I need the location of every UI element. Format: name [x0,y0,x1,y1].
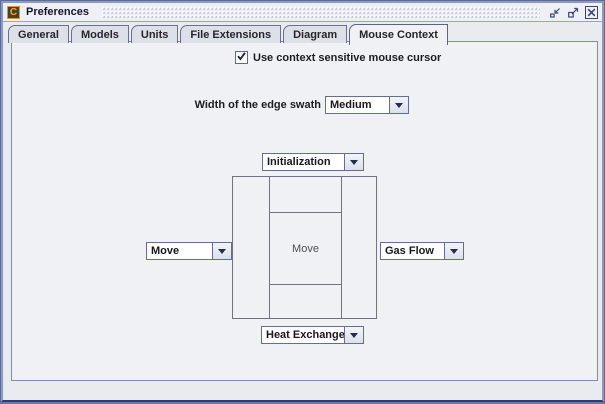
top-region-value: Initialization [267,156,331,168]
arrow-down-icon [395,102,403,108]
edge-swath-combobox[interactable]: Medium [325,96,409,114]
context-cursor-checkbox[interactable] [235,51,248,64]
titlebar[interactable]: C Preferences [3,3,602,22]
top-region-arrow-button[interactable] [344,154,363,170]
right-region-arrow-button[interactable] [444,243,463,259]
diagram-right-divider [341,177,342,318]
edge-swath-arrow-button[interactable] [389,97,408,113]
diagram-bottom-divider [270,284,341,285]
dialog-body: General Models Units File Extensions Dia… [3,22,602,399]
mouse-context-panel: Use context sensitive mouse cursor Width… [11,41,598,381]
arrow-down-icon [350,159,358,165]
checkmark-icon [236,50,247,65]
titlebar-texture [101,6,540,19]
close-button[interactable] [585,5,598,19]
tab-diagram[interactable]: Diagram [283,25,348,43]
left-region-arrow-button[interactable] [212,243,231,259]
top-region-combobox[interactable]: Initialization [262,153,364,171]
edge-swath-value: Medium [330,99,372,111]
context-cursor-label: Use context sensitive mouse cursor [253,51,442,64]
bottom-region-value: Heat Exchange [266,329,344,341]
left-region-value: Move [151,245,180,257]
window-buttons [549,5,598,19]
bottom-region-arrow-button[interactable] [344,327,363,343]
right-region-combobox[interactable]: Gas Flow [380,242,464,260]
diagram-center-label: Move [292,242,319,255]
context-cursor-row: Use context sensitive mouse cursor [235,51,441,64]
edge-swath-label: Width of the edge swath [194,99,321,111]
maximize-icon [567,6,580,19]
tab-file-extensions[interactable]: File Extensions [180,25,282,43]
arrow-down-icon [350,332,358,338]
tab-units[interactable]: Units [130,25,179,43]
minimize-button[interactable] [549,6,562,19]
left-region-combobox[interactable]: Move [146,242,232,260]
minimize-icon [549,6,562,19]
arrow-down-icon [218,248,226,254]
tab-models[interactable]: Models [70,25,129,43]
mouse-region-diagram: Move [232,176,377,319]
diagram-top-divider [270,212,341,213]
arrow-down-icon [450,248,458,254]
close-icon [585,5,598,19]
right-region-value: Gas Flow [385,245,434,257]
tab-bar: General Models Units File Extensions Dia… [8,24,450,45]
window-title: Preferences [26,6,89,18]
app-icon: C [7,5,20,19]
bottom-region-combobox[interactable]: Heat Exchange [261,326,364,344]
diagram-left-divider [269,177,270,318]
maximize-button[interactable] [567,6,580,19]
tab-mouse-context[interactable]: Mouse Context [349,24,448,45]
tab-general[interactable]: General [8,25,69,43]
